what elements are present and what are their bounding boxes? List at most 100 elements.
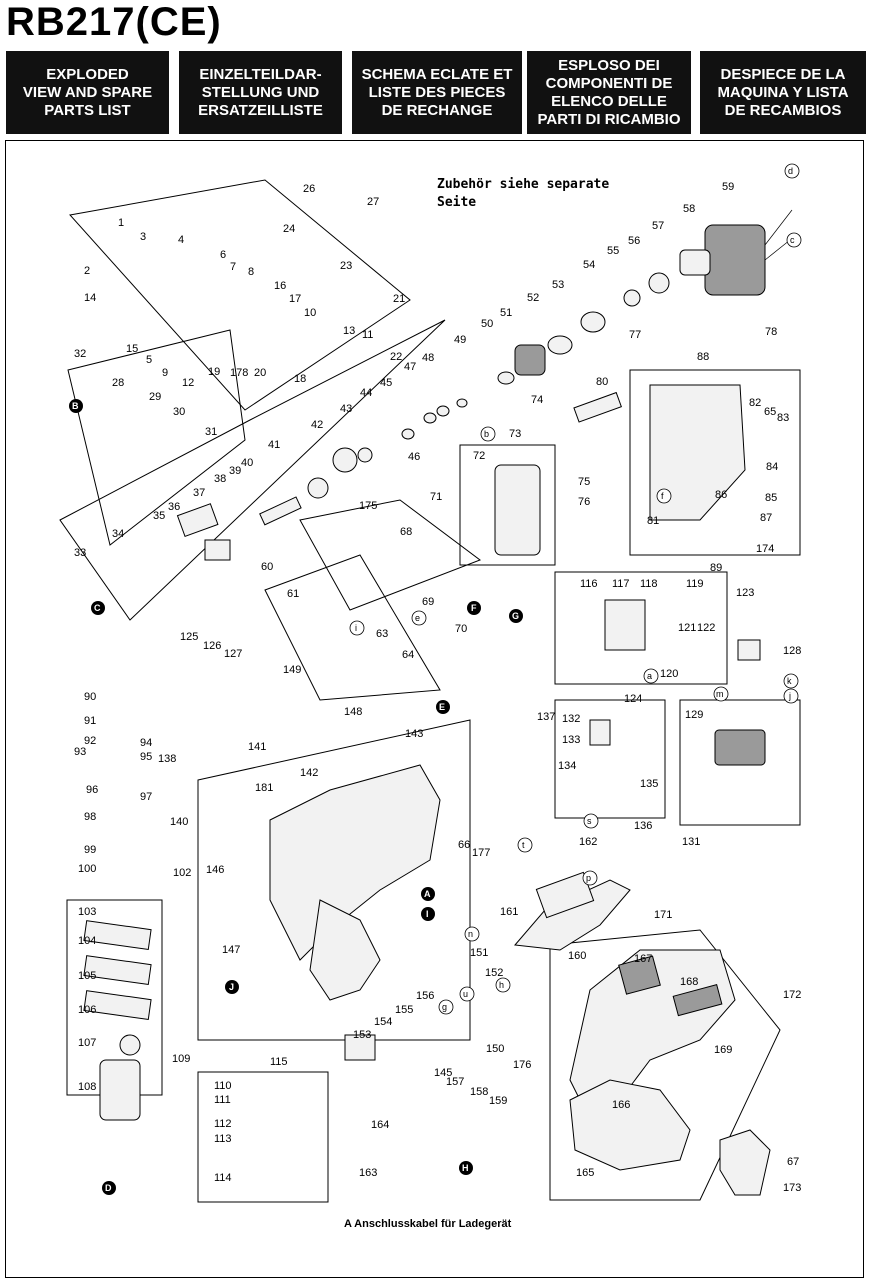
part-label: 134: [558, 760, 576, 772]
part-label: 66: [458, 839, 470, 851]
part-label: 18: [294, 373, 306, 385]
part-label: 35: [153, 510, 165, 522]
connector-ref-A: A: [421, 887, 435, 901]
part-label: 74: [531, 394, 543, 406]
svg-text:b: b: [484, 429, 489, 439]
part-label: 159: [489, 1095, 507, 1107]
part-label: 89: [710, 562, 722, 574]
part-label: 169: [714, 1044, 732, 1056]
part-label: 97: [140, 791, 152, 803]
part-label: 111: [214, 1094, 231, 1106]
part-label: 107: [78, 1037, 96, 1049]
part-label: 128: [783, 645, 801, 657]
wire-ref-u: u: [459, 986, 475, 1002]
group-boxes: [59, 179, 801, 1203]
header-spanish: DESPIECE DE LA MAQUINA Y LISTA DE RECAMB…: [700, 51, 866, 134]
svg-text:I: I: [426, 909, 429, 919]
part-label: 146: [206, 864, 224, 876]
connector-ref-C: C: [91, 601, 105, 615]
wire-ref-n: n: [464, 926, 480, 942]
part-label: 108: [78, 1081, 96, 1093]
wire-ref-e: e: [411, 610, 427, 626]
header-italian: ESPLOSO DEI COMPONENTI DE ELENCO DELLE P…: [527, 51, 691, 134]
connector-ref-B: B: [69, 399, 83, 413]
part-label: 33: [74, 547, 86, 559]
part-label: 9: [162, 367, 168, 379]
part-label: 53: [552, 279, 564, 291]
part-label: 118: [640, 578, 658, 590]
part-label: 23: [340, 260, 352, 272]
part-label: 152: [485, 967, 503, 979]
part-label: 129: [685, 709, 703, 721]
part-label: 2: [84, 265, 90, 277]
main-housing-148: [269, 764, 441, 1061]
part-label: 55: [607, 245, 619, 257]
part-label: 50: [481, 318, 493, 330]
part-label: 87: [760, 512, 772, 524]
handle-halves: [569, 949, 771, 1196]
connector-ref-E: E: [436, 700, 450, 714]
part-label: 29: [149, 391, 161, 403]
part-label: 105: [78, 970, 96, 982]
part-label: 102: [173, 867, 191, 879]
wire-ref-a: a: [643, 668, 659, 684]
part-label: 26: [303, 183, 315, 195]
svg-text:J: J: [229, 982, 234, 992]
connector-ref-J: J: [225, 980, 239, 994]
part-label: 145: [434, 1067, 452, 1079]
part-label: 124: [624, 693, 642, 705]
part-label: 21: [393, 293, 405, 305]
part-label: 85: [765, 492, 777, 504]
part-label: 121: [678, 622, 696, 634]
drive-shaft-assembly: [176, 398, 468, 561]
part-label: 91: [84, 715, 96, 727]
part-label: 3: [140, 231, 146, 243]
svg-text:a: a: [647, 671, 652, 681]
part-label: 117: [612, 578, 630, 590]
wire-ref-f: f: [656, 488, 672, 504]
part-label: 75: [578, 476, 590, 488]
part-label: 30: [173, 406, 185, 418]
svg-text:m: m: [716, 689, 724, 699]
svg-text:F: F: [471, 603, 477, 613]
part-label: 156: [416, 990, 434, 1002]
part-label: 7: [230, 261, 236, 273]
part-label: 173: [783, 1182, 801, 1194]
part-label: 104: [78, 935, 96, 947]
svg-text:C: C: [94, 603, 101, 613]
part-label: 88: [697, 351, 709, 363]
svg-text:E: E: [439, 702, 445, 712]
part-label: 149: [283, 664, 301, 676]
part-label: 1: [118, 217, 124, 229]
part-label: 69: [422, 596, 434, 608]
part-label: 90: [84, 691, 96, 703]
part-label: 4: [178, 234, 184, 246]
part-label: 8: [248, 266, 254, 278]
part-label: 137: [537, 711, 555, 723]
connector-refs: B C F G E A I D H J: [69, 399, 523, 1195]
part-label: 110: [214, 1080, 232, 1092]
part-label: 70: [455, 623, 467, 635]
part-label: 83: [777, 412, 789, 424]
part-label: 131: [682, 836, 700, 848]
part-label: 76: [578, 496, 590, 508]
part-label: 167: [634, 953, 652, 965]
part-label: 13: [343, 325, 355, 337]
part-label: 96: [86, 784, 98, 796]
wire-ref-p: p: [582, 870, 598, 886]
part-label: 20: [254, 367, 266, 379]
part-label: 106: [78, 1004, 96, 1016]
svg-text:G: G: [512, 611, 519, 621]
part-label: 162: [579, 836, 597, 848]
part-label: 123: [736, 587, 754, 599]
part-label: 47: [404, 361, 416, 373]
svg-text:k: k: [787, 676, 792, 686]
part-label: 140: [170, 816, 188, 828]
part-label: 36: [168, 501, 180, 513]
wire-ref-j: j: [783, 688, 799, 704]
svg-text:d: d: [788, 166, 793, 176]
part-label: 43: [340, 403, 352, 415]
connector-ref-H: H: [459, 1161, 473, 1175]
connector-ref-I: I: [421, 907, 435, 921]
part-label: 42: [311, 419, 323, 431]
